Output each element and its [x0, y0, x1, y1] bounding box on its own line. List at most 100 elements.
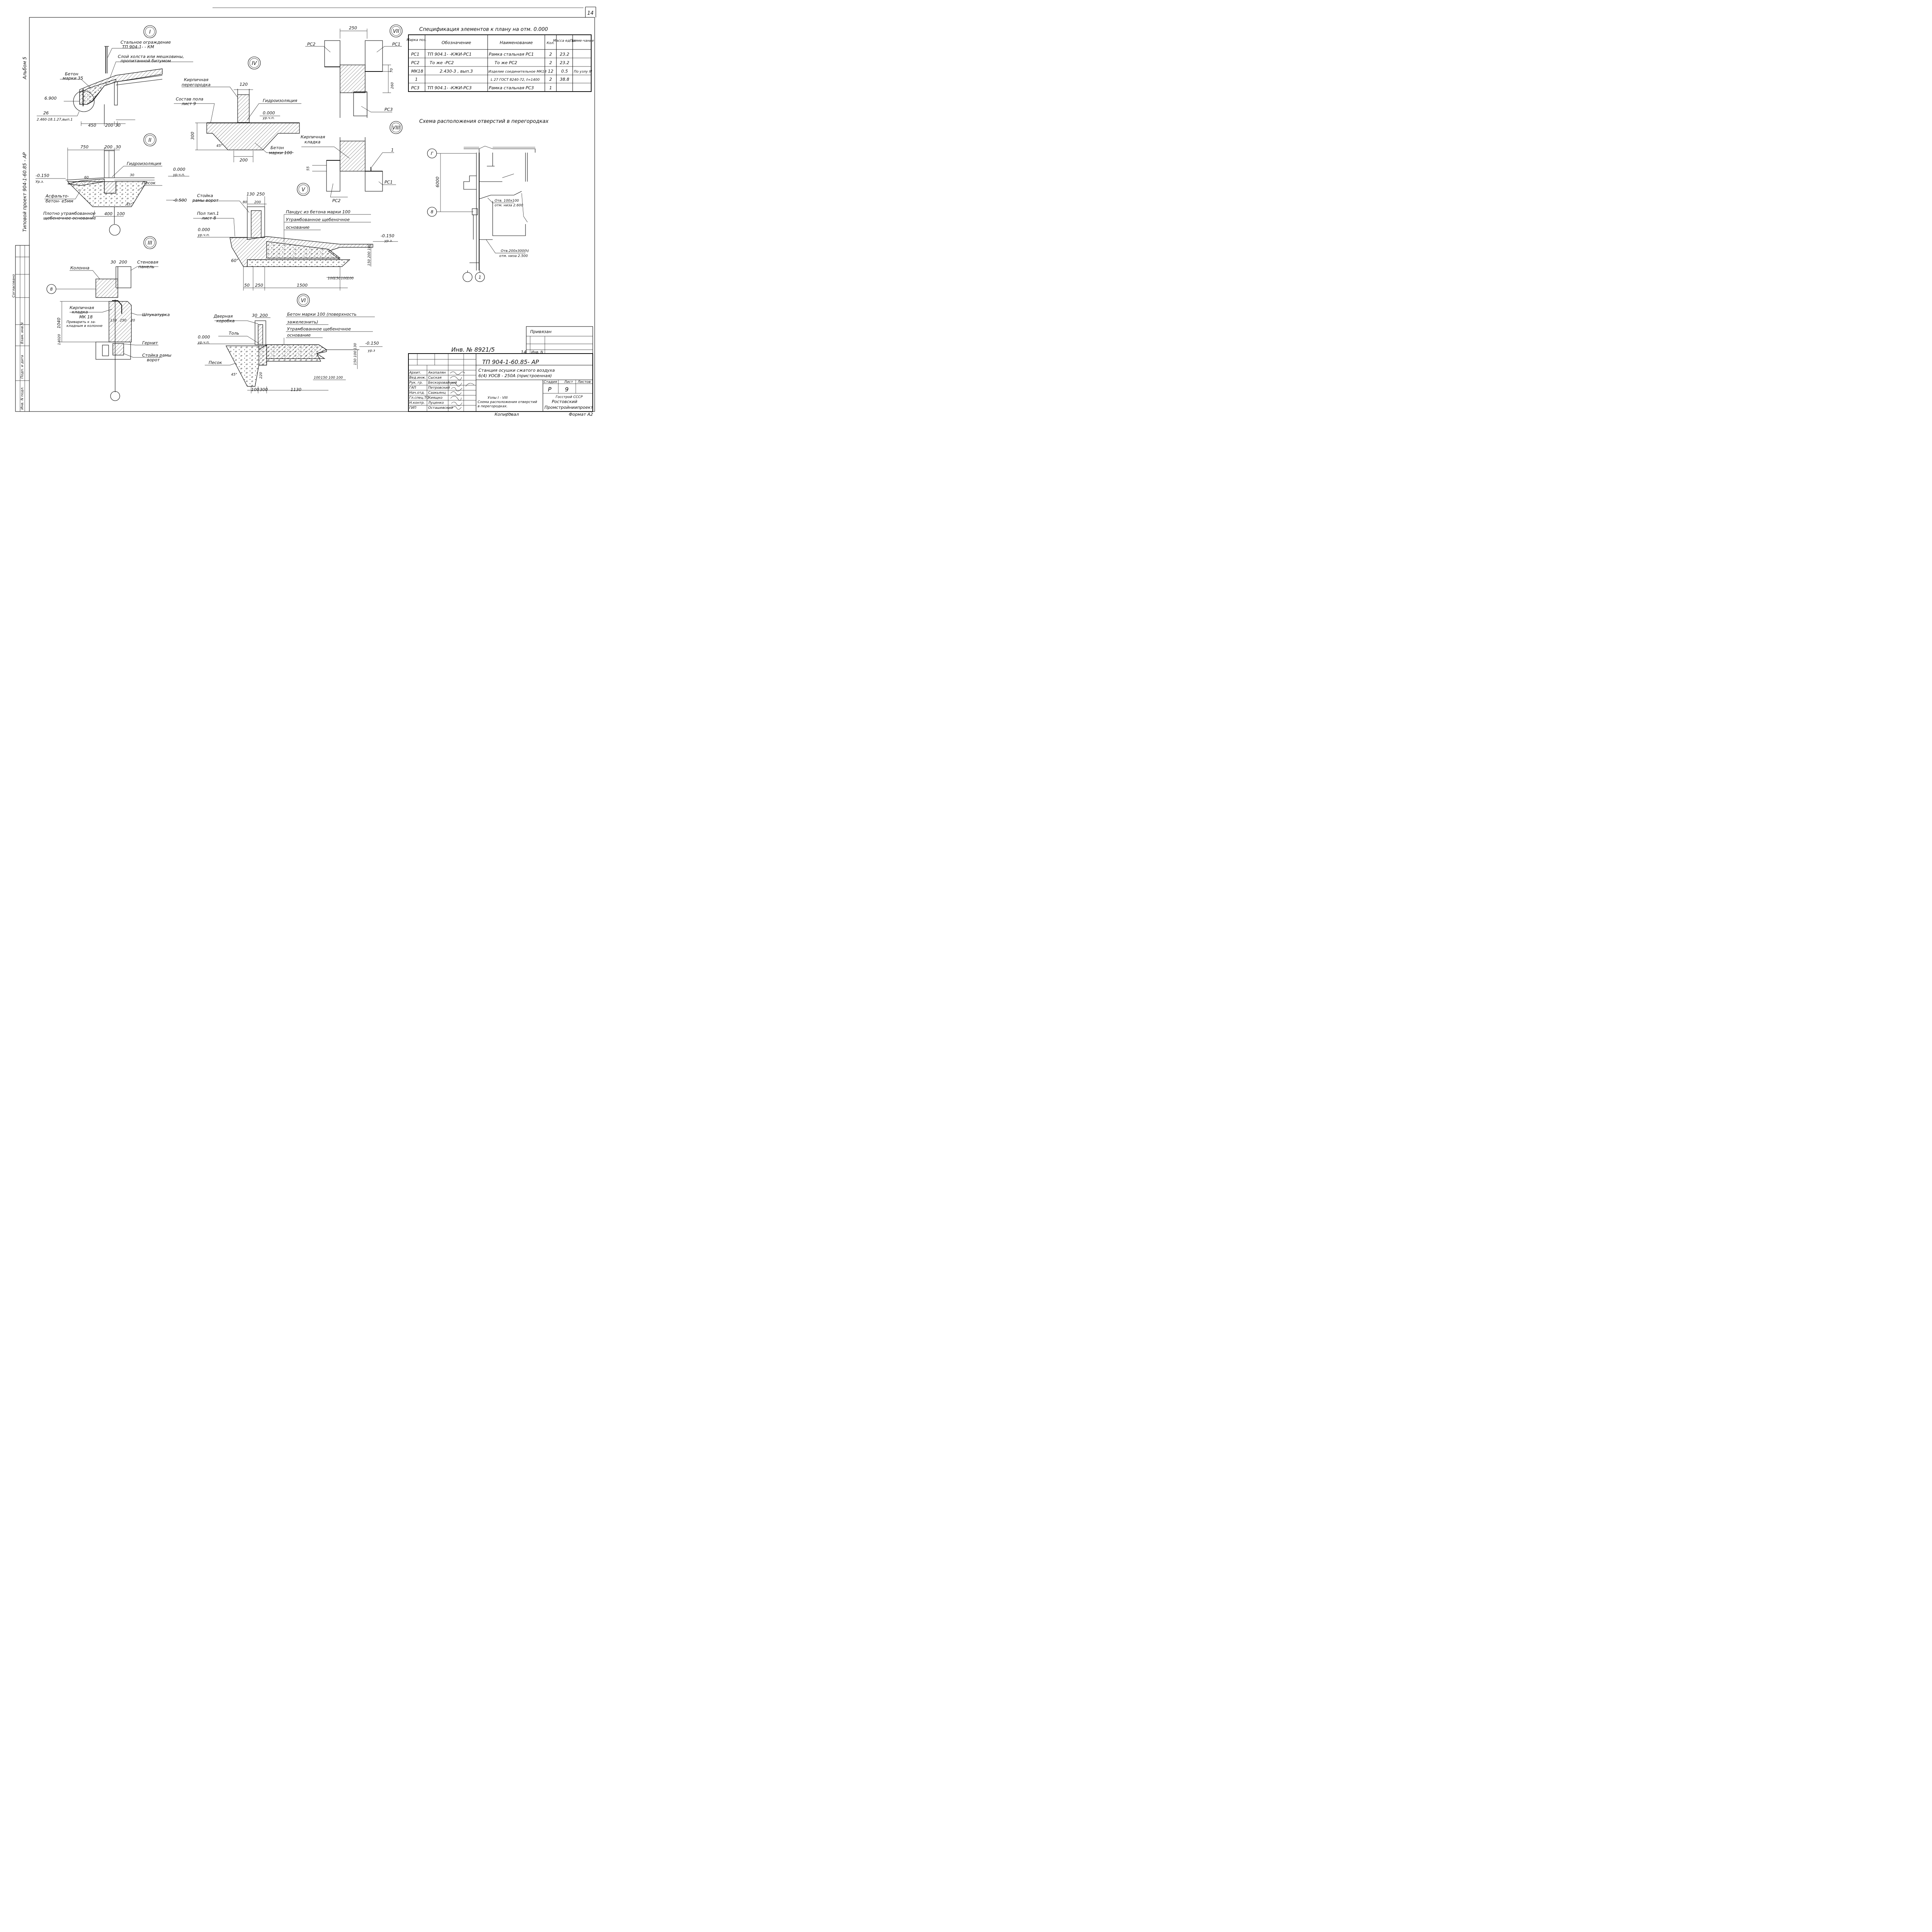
- node3-mk-label: МК 18: [79, 315, 93, 320]
- node7-rc2-label: РС2: [307, 42, 315, 47]
- stamp-org-3: Промстройниипроект: [544, 405, 593, 410]
- node5-dim-100v: 100: [367, 244, 371, 250]
- node3-plaster-label: Штукатурка: [142, 312, 170, 317]
- node6-sand-label: Песок: [209, 360, 222, 365]
- role-5-name: Саакьянц: [428, 391, 446, 395]
- spec-row-3-qty: 12: [548, 69, 553, 74]
- node2-dim-100: 100: [117, 211, 125, 216]
- spec-row-3-name: Изделие соединительное МК18: [488, 70, 547, 74]
- node1-dim-30: 30: [115, 123, 121, 128]
- node3-dim-20: 20: [131, 319, 135, 323]
- node2-level-0000-sub: ур.ч.п.: [173, 173, 185, 177]
- node4-floor-label: Состав пола: [176, 97, 204, 102]
- spec-row-4-mark: 1: [415, 77, 418, 82]
- scheme-hole-1: Отв. 100х100: [495, 199, 519, 203]
- node2-level-m0500: -0.500: [173, 198, 187, 203]
- node3-weld-label-2: кладным в колонне: [66, 324, 103, 328]
- spec-row-4-mass: 38.8: [560, 77, 570, 82]
- left-approval-strip: [15, 245, 30, 412]
- spec-row-3-note: По узлу III: [574, 70, 592, 74]
- node1-fence-ref: ТП 904-1- - КМ: [122, 44, 154, 49]
- inv-no-label: Инв. N подл.: [20, 387, 24, 410]
- node5-dim-200: 200: [254, 201, 261, 204]
- stamp-org-1: Госстрой СССР: [556, 395, 583, 399]
- hole-layout-scheme: [427, 146, 536, 282]
- role-8-name: Осташевский: [428, 406, 453, 410]
- node6-concrete-label-2: зажелезнить): [287, 320, 318, 325]
- spec-row-2-name: То же РС2: [495, 60, 517, 65]
- node7-dim-250: 250: [349, 26, 357, 31]
- sheet-corner-number: 14: [587, 10, 594, 16]
- node1-ref-doc: 2.460-18.1.27,вып.1: [37, 118, 73, 122]
- node6-rammed-label: Утрамбованное щебеночное: [287, 327, 351, 332]
- node1-dim-200: 200: [105, 123, 113, 128]
- node3-dim-20b: 20: [58, 334, 61, 338]
- node5-dim-130: 130: [247, 192, 255, 197]
- node-5-detail: V: [193, 183, 398, 291]
- node1-dim-450: 450: [88, 123, 96, 128]
- node4-waterproof-label: Гидроизоляция: [263, 98, 298, 103]
- node5-dim-1500: 1500: [297, 283, 308, 288]
- album-number-text: Альбом 5: [22, 57, 27, 80]
- node4-dim-200: 200: [240, 158, 248, 163]
- spec-header-qty: Кол.: [547, 41, 555, 45]
- node8-rc1-label: РС1: [384, 180, 393, 185]
- stamp-sheet-title-3: в перегородках.: [478, 405, 508, 408]
- node8-rc2-label: РС2: [332, 198, 340, 203]
- spec-row-5-mark: РС3: [411, 85, 419, 90]
- node3-post-label: Стойка рамы: [142, 353, 172, 358]
- drawing-sheet: 14 Типовой проект 904-1-60.85 - АР Альбо…: [12, 7, 596, 417]
- node3-dim-200: 200: [119, 260, 127, 265]
- stamp-stage-header: Стадия: [544, 380, 557, 384]
- node2-sand-label: Песок: [142, 180, 156, 185]
- node6-level-sub: ур.ч.п.: [197, 341, 210, 345]
- node8-dim-55: 55: [306, 166, 310, 171]
- node6-level-2-sub: ур.з: [367, 349, 375, 353]
- node1-concrete-label: Бетон: [65, 71, 78, 77]
- node2-dim-200: 200: [104, 145, 112, 150]
- spec-header-mass: Масса ед. кг: [553, 39, 576, 43]
- spec-row-5-name: Рамка стальная РС3: [489, 85, 534, 90]
- stamp-bound-label: Привязан: [530, 329, 551, 334]
- node5-angle: 60°: [231, 258, 239, 263]
- node4-brick-label-2: перегородка: [182, 82, 211, 87]
- node3-panel-label: Стеновая: [137, 260, 158, 265]
- node6-angle: 45°: [231, 373, 237, 377]
- node2-level-0000: 0.000: [173, 167, 185, 172]
- node-5-label: V: [302, 187, 306, 193]
- node5-post-label-2: рамы ворот: [192, 198, 219, 203]
- spec-header-note: Приме-чание: [570, 39, 594, 43]
- spec-row-2-mark: РС2: [411, 60, 419, 65]
- node3-brick-label: Кирпичная: [70, 305, 94, 310]
- node1-concrete-grade: марки 35: [63, 76, 83, 81]
- replace-inv-label: Взам. инв.N: [20, 322, 24, 344]
- node6-dim-a: 100: [314, 376, 320, 380]
- role-3-title: Рук. гр.: [409, 381, 423, 385]
- spec-row-4-name: L 27 ГОСТ 8240-72, ℓ=1400: [491, 78, 540, 82]
- stamp-stage: Р: [548, 386, 552, 393]
- node4-concrete-grade: марки 100: [269, 150, 292, 155]
- sign-date-label: Подп. и дата: [20, 355, 24, 379]
- node-8-detail: VIII: [301, 121, 403, 197]
- spec-row-2-qty: 2: [549, 60, 552, 65]
- node3-dim-130: 130: [110, 319, 117, 323]
- spec-header-designation: Обозначение: [442, 40, 471, 45]
- node6-dim-v3: 130: [354, 343, 357, 350]
- node3-post-label-2: ворот: [147, 357, 160, 362]
- node3-dim-250: 250: [120, 319, 126, 323]
- node4-level: 0.000: [263, 111, 275, 116]
- spec-row-2-mass: 23.2: [560, 60, 570, 65]
- node1-canvas-label-2: пропитанной битумом: [121, 58, 171, 63]
- role-8-title: ГИП: [409, 406, 417, 410]
- node4-dim-120: 120: [240, 82, 248, 87]
- node6-dim-d: 100: [336, 376, 343, 380]
- stamp-sheet-title-2: Схема расположения отверстий: [478, 400, 537, 404]
- node5-floor-label: Пол тип.1: [197, 211, 219, 216]
- node8-brick-label: Кирпичная: [301, 134, 325, 139]
- node1-ref-26: 26: [43, 111, 49, 116]
- node5-rammed-label: Утрамбованное щебеночное: [286, 217, 350, 222]
- node2-level-m0150: -0.150: [36, 173, 49, 178]
- role-2-name: Сыская: [428, 376, 442, 380]
- spec-header-mark: Марка поз.: [406, 38, 427, 42]
- stamp-format: Формат А2: [569, 412, 593, 417]
